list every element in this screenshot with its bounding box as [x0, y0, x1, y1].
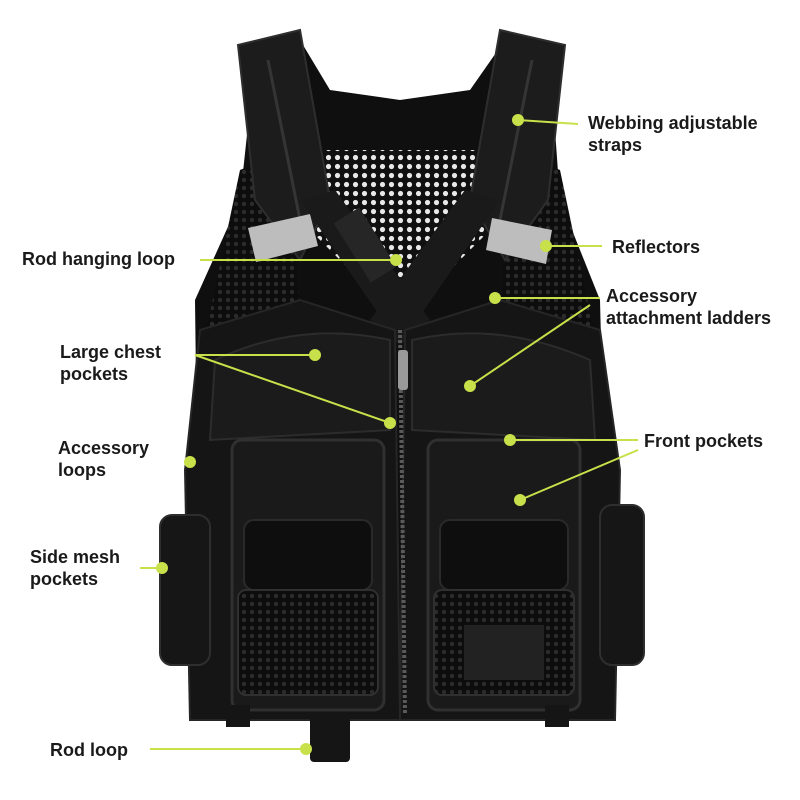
left-mesh-pocket	[237, 589, 379, 696]
right-side-pocket	[599, 504, 645, 666]
callout-rod-loop: Rod loop	[50, 740, 128, 760]
callout-rod-hanging-loop: Rod hanging loop	[22, 249, 175, 269]
left-side-pocket	[159, 514, 211, 666]
right-chest-pocket	[411, 332, 597, 442]
center-zipper	[398, 329, 407, 716]
callout-leaders	[140, 119, 639, 750]
right-reflector	[486, 218, 552, 264]
callout-dots	[156, 114, 552, 755]
left-chest-pocket	[208, 332, 391, 442]
callout-front-pockets: Front pockets	[644, 431, 764, 451]
right-v-strap	[370, 190, 500, 345]
callout-reflectors: Reflectors	[612, 237, 701, 257]
left-reflector	[248, 214, 318, 262]
rod-loop	[310, 712, 350, 762]
